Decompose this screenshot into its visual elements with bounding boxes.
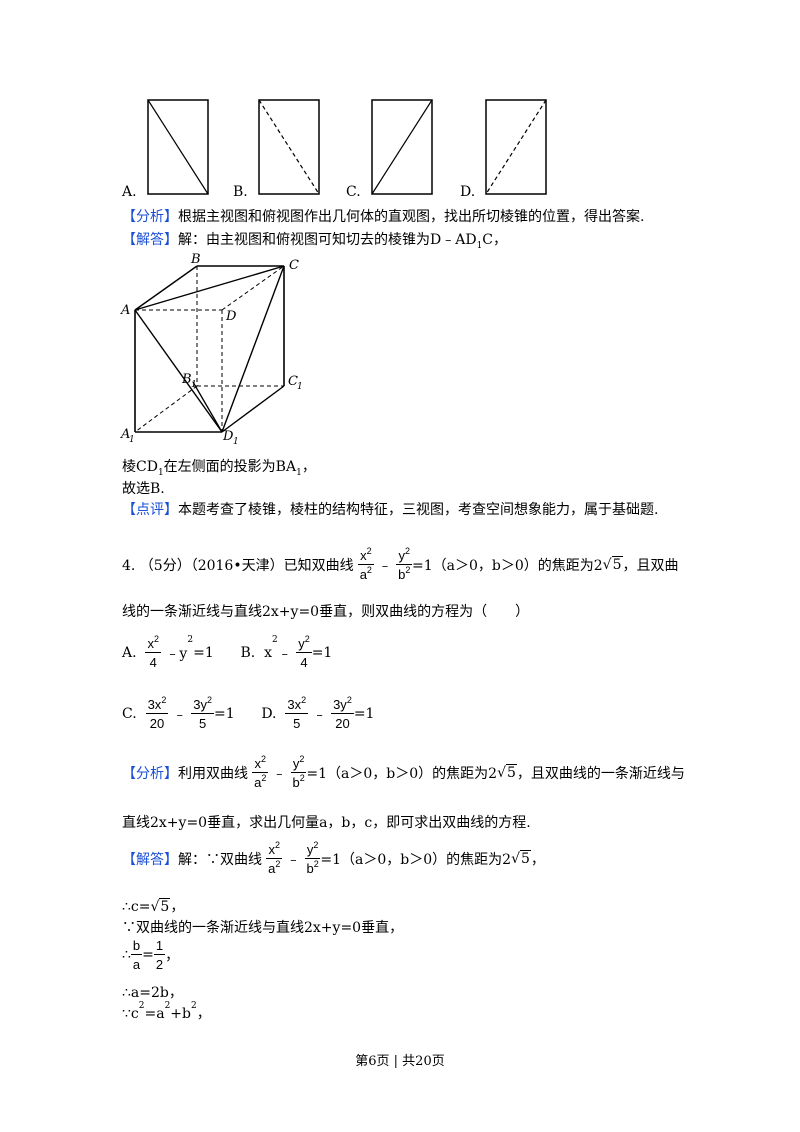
option-b-diagram bbox=[258, 99, 320, 195]
q4-analysis-line2: 直线2x+y=0垂直，求出几何量a，b，c，即可求出双曲线的方程. bbox=[122, 815, 531, 831]
opt-a-label: A. bbox=[122, 645, 137, 661]
opt-d-label: D. bbox=[261, 706, 277, 722]
q3-comment: 【点评】本题考查了棱锥，棱柱的结构特征，三视图，考查空间想象能力，属于基础题. bbox=[122, 499, 658, 519]
label-D1: D bbox=[222, 429, 234, 444]
q4-step-perpendicular: ∵双曲线的一条渐近线与直线2x+y=0垂直， bbox=[122, 920, 404, 936]
q4-step-a: ∴a=2b， bbox=[122, 985, 183, 1001]
svg-text:1: 1 bbox=[297, 382, 303, 392]
label-A1: A bbox=[120, 427, 130, 442]
q3-projection-line: 棱CD1在左侧面的投影为BA1， bbox=[122, 459, 316, 478]
q4-stem-line2: 线的一条渐近线与直线2x+y=0垂直，则双曲线的方程为（ ） bbox=[122, 604, 530, 620]
sqrt-5: √5 bbox=[602, 556, 623, 573]
label-D: D bbox=[225, 309, 237, 324]
solution-tag: 【解答】 bbox=[122, 852, 178, 868]
opt-c-label: C. bbox=[122, 706, 137, 722]
q3-option-diagrams bbox=[147, 99, 547, 195]
analysis-text: 根据主视图和俯视图作出几何体的直观图，找出所切棱锥的位置，得出答案. bbox=[178, 209, 645, 225]
svg-text:1: 1 bbox=[233, 437, 239, 447]
option-c-label: C. bbox=[346, 184, 361, 200]
q3-choice-line: 故选B. bbox=[122, 481, 165, 497]
option-d-diagram bbox=[485, 99, 547, 195]
option-a-diagram bbox=[147, 99, 209, 195]
label-B: B bbox=[190, 252, 201, 267]
option-b-label: B. bbox=[233, 184, 248, 200]
solution-tag: 【解答】 bbox=[122, 232, 178, 248]
label-B1: B bbox=[181, 372, 192, 387]
label-A: A bbox=[120, 303, 130, 318]
svg-text:1: 1 bbox=[129, 435, 135, 445]
comment-text: 本题考查了棱锥，棱柱的结构特征，三视图，考查空间想象能力，属于基础题. bbox=[178, 502, 659, 518]
solution-text: 解：由主视图和俯视图可知切去的棱锥为D﹣AD bbox=[178, 232, 477, 248]
label-C: C bbox=[289, 258, 299, 273]
option-d-label: D. bbox=[460, 184, 476, 200]
q3-solution: 【解答】解：由主视图和俯视图可知切去的棱锥为D﹣AD1C， bbox=[122, 232, 508, 251]
opt-b-label: B. bbox=[240, 645, 256, 661]
svg-text:1: 1 bbox=[191, 380, 197, 390]
q4-step-c2: ∵c2=a2+b2， bbox=[122, 1001, 211, 1022]
label-C1: C bbox=[288, 374, 298, 389]
analysis-tag: 【分析】 bbox=[122, 209, 178, 225]
option-a-label: A. bbox=[122, 184, 137, 200]
q3-analysis: 【分析】根据主视图和俯视图作出几何体的直观图，找出所切棱锥的位置，得出答案. bbox=[122, 206, 644, 226]
comment-tag: 【点评】 bbox=[122, 502, 178, 518]
q4-step-c: ∴c=√5， bbox=[122, 898, 185, 915]
cube-figure: B C A D B 1 C 1 A 1 D 1 bbox=[120, 252, 303, 447]
page-footer: 第6页 | 共20页 bbox=[355, 1054, 445, 1069]
option-c-diagram bbox=[371, 99, 433, 195]
analysis-tag: 【分析】 bbox=[122, 766, 178, 782]
